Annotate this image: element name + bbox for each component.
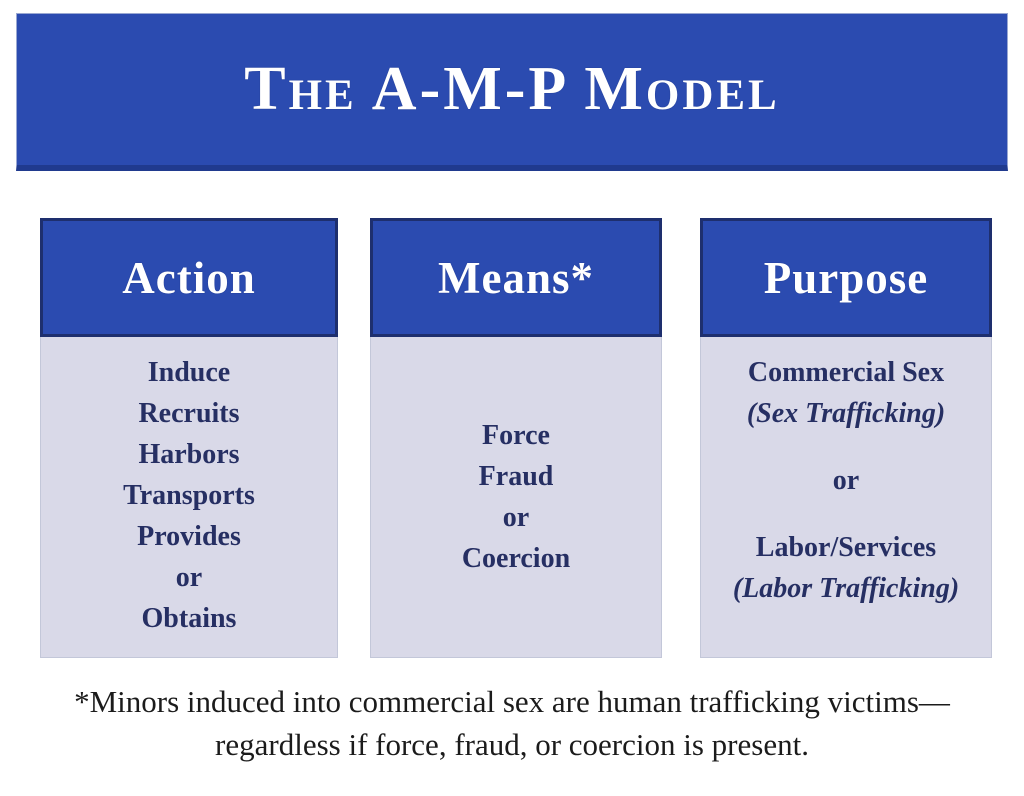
- action-item: Obtains: [141, 603, 237, 634]
- means-item: Force: [482, 420, 550, 451]
- column-purpose: Purpose Commercial Sex (Sex Trafficking)…: [700, 218, 992, 658]
- action-item: or: [175, 562, 203, 593]
- column-means: Means* Force Fraud or Coercion: [370, 218, 662, 658]
- column-action-body: Induce Recruits Harbors Transports Provi…: [40, 337, 338, 658]
- title-banner: The A-M-P Model: [16, 13, 1008, 171]
- purpose-item-subtitle: (Sex Trafficking): [746, 398, 946, 429]
- column-means-header: Means*: [370, 218, 662, 337]
- column-action-title: Action: [122, 252, 256, 303]
- page-title: The A-M-P Model: [244, 55, 780, 123]
- action-item: Induce: [147, 357, 231, 388]
- footnote: *Minors induced into commercial sex are …: [0, 680, 1024, 766]
- purpose-item-subtitle: (Labor Trafficking): [732, 573, 960, 604]
- column-purpose-body: Commercial Sex (Sex Trafficking) or Labo…: [700, 337, 992, 658]
- purpose-item: or: [832, 465, 860, 496]
- action-item: Harbors: [138, 439, 240, 470]
- action-item: Transports: [123, 480, 255, 511]
- column-purpose-header: Purpose: [700, 218, 992, 337]
- column-means-body: Force Fraud or Coercion: [370, 337, 662, 658]
- means-item: Coercion: [461, 543, 571, 574]
- action-item: Recruits: [138, 398, 240, 429]
- footnote-line-2: regardless if force, fraud, or coercion …: [215, 727, 809, 762]
- column-means-title: Means*: [438, 252, 594, 303]
- purpose-item: Labor/Services: [755, 532, 937, 563]
- columns-row: Action Induce Recruits Harbors Transport…: [40, 218, 992, 658]
- purpose-item: Commercial Sex: [747, 357, 945, 388]
- footnote-line-1: *Minors induced into commercial sex are …: [74, 684, 950, 719]
- column-purpose-title: Purpose: [763, 252, 929, 303]
- column-action: Action Induce Recruits Harbors Transport…: [40, 218, 338, 658]
- action-item: Provides: [137, 521, 241, 552]
- means-item: or: [502, 502, 530, 533]
- column-action-header: Action: [40, 218, 338, 337]
- means-item: Fraud: [478, 461, 554, 492]
